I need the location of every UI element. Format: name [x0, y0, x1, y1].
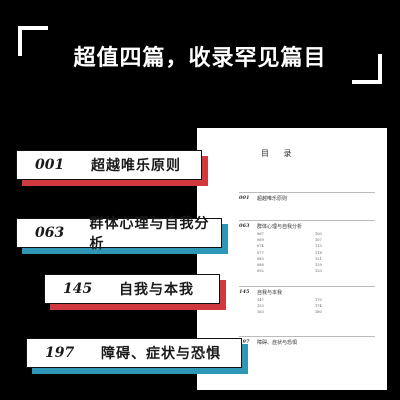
toc-section-num: 063: [239, 223, 250, 229]
chapter-card: 145 自我与本我: [44, 274, 226, 310]
toc-section-num: 001: [239, 195, 250, 201]
toc-divider: [239, 192, 375, 193]
card-number: 145: [63, 281, 93, 297]
toc-subentry-page: 092: [257, 269, 264, 274]
card-number: 001: [35, 157, 65, 173]
card-face: 063 群体心理与自我分析: [16, 216, 222, 252]
toc-subentry-page: 147: [257, 298, 264, 302]
toc-subentry-page: 088: [257, 263, 264, 267]
card-face: 197 障碍、症状与恐惧: [26, 338, 242, 368]
card-label: 群体心理与自我分析: [89, 216, 210, 252]
toc-subentry-page: 153: [257, 304, 264, 309]
toc-section-title: 障碍、症状与恐惧: [257, 340, 298, 346]
toc-subentry-page: 163: [257, 310, 264, 315]
toc-subentry-page: 069: [257, 238, 264, 243]
toc-subentry-page: 107: [315, 238, 322, 243]
toc-subentry-page: 129: [315, 263, 322, 267]
toc-subentry-page: 121: [315, 256, 322, 261]
chapter-card: 001 超越唯乐原则: [16, 150, 208, 186]
chapter-card: 197 障碍、症状与恐惧: [26, 338, 248, 374]
toc-subentry-page: 100: [315, 232, 322, 236]
toc-divider: [239, 220, 375, 221]
card-label: 超越唯乐原则: [91, 158, 181, 174]
toc-subentry-page: 133: [315, 269, 322, 274]
toc-subentry-page: 083: [257, 256, 264, 261]
toc-subentry-page: 074: [257, 244, 264, 249]
toc-section-num: 145: [239, 289, 250, 295]
toc-subentry-page: 170: [315, 298, 322, 302]
toc-subentry-page: 118: [315, 250, 322, 255]
toc-section-title: 超越唯乐原则: [257, 196, 288, 202]
card-number: 197: [45, 345, 75, 361]
toc-divider: [239, 286, 375, 287]
toc-subentry-page: 077: [257, 250, 264, 255]
toc-section-title: 自我与本我: [257, 290, 283, 296]
toc-subentry-page: 180: [315, 310, 322, 315]
toc-title: 目 录: [261, 149, 298, 158]
toc-section-title: 群体心理与自我分析: [257, 224, 303, 230]
toc-subentry-page: 174: [315, 304, 322, 309]
card-face: 001 超越唯乐原则: [16, 150, 202, 180]
card-label: 自我与本我: [119, 282, 194, 298]
card-number: 063: [35, 225, 65, 241]
toc-section-num: 197: [239, 339, 250, 345]
card-label: 障碍、症状与恐惧: [101, 346, 221, 362]
headline: 超值四篇，收录罕见篇目: [73, 46, 327, 71]
toc-subentry-page: 113: [315, 244, 322, 249]
corner-bracket-top-right: [352, 54, 382, 84]
chapter-card: 063 群体心理与自我分析: [16, 216, 228, 254]
corner-bracket-top-left: [18, 26, 48, 56]
card-face: 145 自我与本我: [44, 274, 220, 304]
toc-subentry-page: 067: [257, 232, 264, 236]
toc-divider: [239, 336, 375, 337]
